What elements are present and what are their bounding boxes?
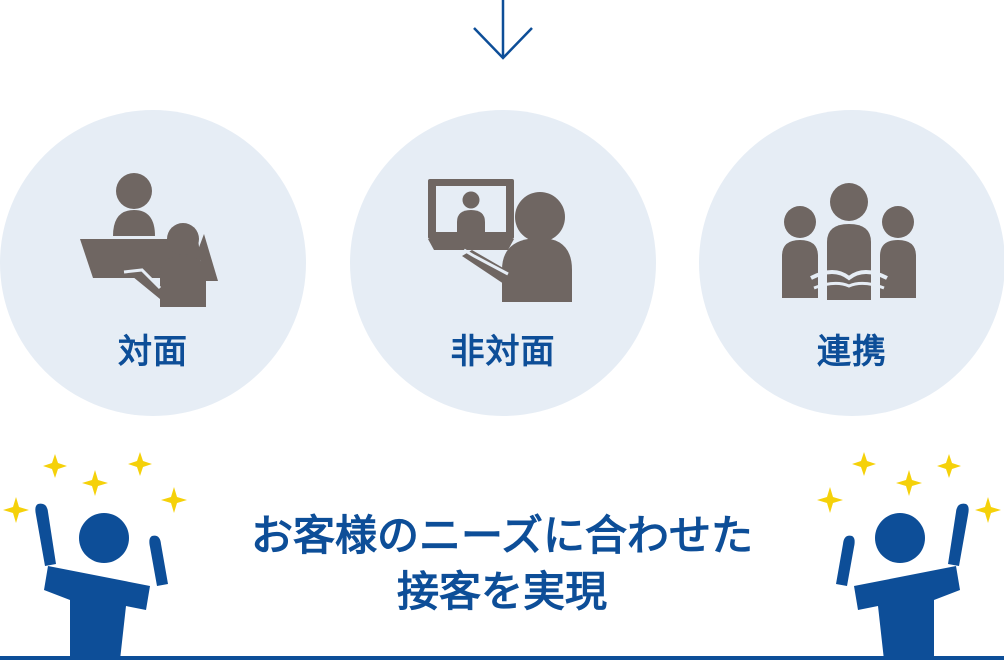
headline: お客様のニーズに合わせた 接客を実現 xyxy=(190,508,814,620)
cheering-person-icon xyxy=(817,452,1001,660)
video-call-icon xyxy=(428,179,572,302)
option-label: 非対面 xyxy=(450,332,556,372)
sparkle-icon xyxy=(3,452,187,523)
face-to-face-meeting-icon xyxy=(80,173,218,307)
sparkle-icon xyxy=(817,452,1001,523)
option-face-to-face: 対面 xyxy=(0,110,306,416)
down-arrow-icon xyxy=(473,0,533,60)
bottom-divider xyxy=(0,656,1004,660)
option-non-face-to-face: 非対面 xyxy=(350,110,656,416)
headline-line2: 接客を実現 xyxy=(396,567,607,616)
option-label: 連携 xyxy=(817,332,887,372)
option-label: 対面 xyxy=(118,332,188,372)
cheering-person-icon xyxy=(3,452,187,660)
headline-line1: お客様のニーズに合わせた xyxy=(251,511,753,560)
teamwork-hands-icon xyxy=(782,183,916,300)
option-collaboration: 連携 xyxy=(699,110,1004,416)
